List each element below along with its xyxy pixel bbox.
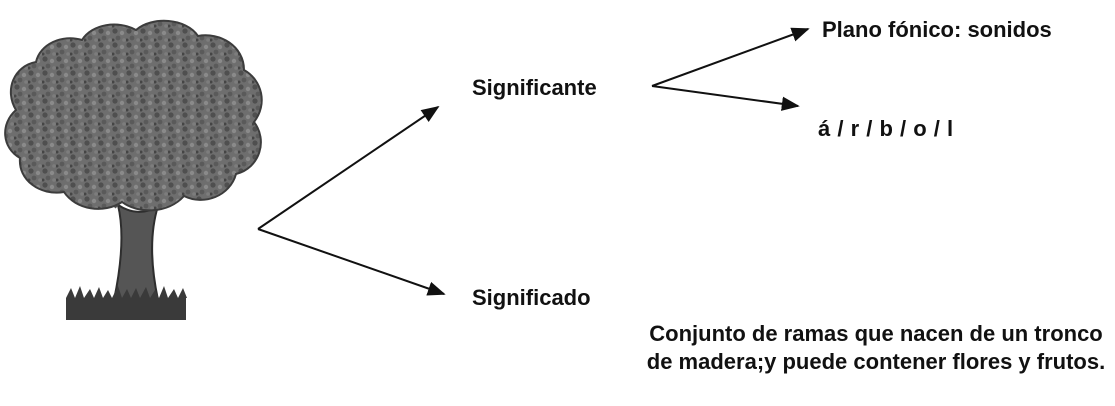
arrow-to-fonemas (651, 85, 800, 111)
tree-trunk (112, 202, 160, 301)
definicion-text: Conjunto de ramas que nacen de un tronco… (646, 321, 1106, 374)
significado-label: Significado (472, 285, 591, 310)
arrow-to-plano-fonico (651, 27, 810, 87)
arrow-to-significado (257, 228, 446, 296)
significante-label: Significante (472, 75, 597, 100)
tree-foliage (4, 19, 263, 212)
arrow-to-significante (257, 105, 440, 230)
tree-icon (4, 19, 263, 320)
tree-grass (66, 298, 186, 320)
plano-fonico-label: Plano fónico: sonidos (822, 17, 1052, 42)
fonemas-label: á / r / b / o / l (818, 116, 954, 141)
